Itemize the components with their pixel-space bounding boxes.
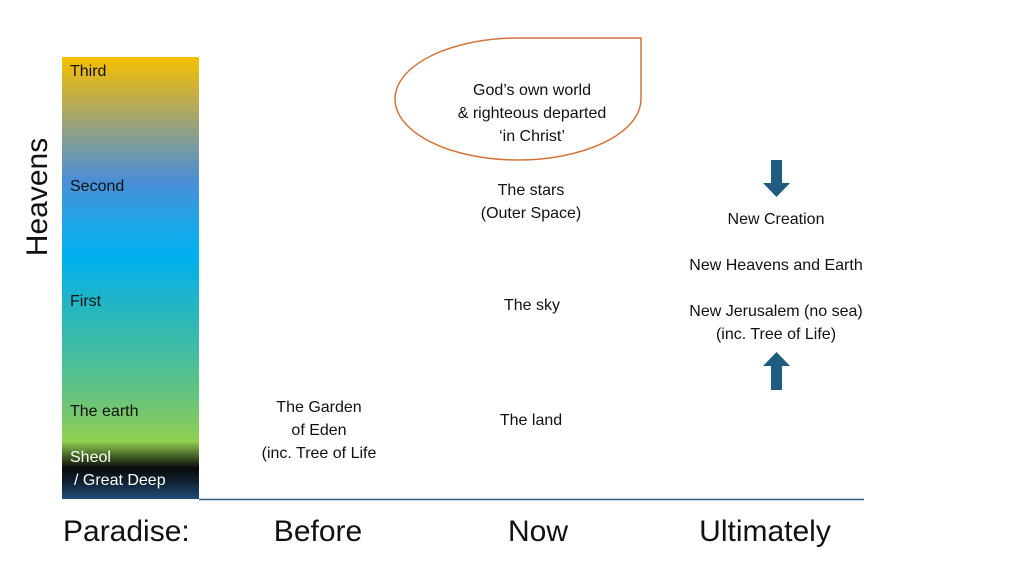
heavens-gradient-bar [62, 57, 199, 499]
sky-text: The sky [503, 297, 561, 314]
stars-text: The stars (Outer Space) [481, 179, 581, 225]
teardrop-bubble [394, 37, 642, 161]
garden-line: (inc. Tree of Life [261, 445, 377, 462]
new-jerusalem-text: New Jerusalem (no sea) (inc. Tree of Lif… [689, 300, 862, 346]
bubble-line: ‘in Christ’ [499, 128, 565, 145]
level-great-deep: / Great Deep [74, 472, 166, 489]
level-first: First [70, 293, 102, 310]
garden-text: The Garden of Eden (inc. Tree of Life [262, 396, 377, 465]
category-ultimately: Ultimately [699, 515, 831, 548]
jerusalem-line: New Jerusalem (no sea) [689, 303, 863, 320]
level-sheol: Sheol [70, 449, 111, 466]
bubble-line: God’s own world [473, 82, 591, 99]
new-creation-text: New Creation [727, 211, 825, 228]
level-third: Third [70, 63, 107, 80]
new-heavens-text: New Heavens and Earth [689, 257, 863, 274]
garden-line: of Eden [291, 422, 347, 439]
jerusalem-line: (inc. Tree of Life) [715, 326, 837, 343]
level-second: Second [70, 178, 125, 195]
land-text: The land [499, 412, 563, 429]
category-before: Before [273, 515, 363, 548]
level-earth: The earth [70, 403, 139, 420]
category-now: Now [507, 515, 569, 548]
stars-line: (Outer Space) [480, 205, 582, 222]
category-label: Paradise: [63, 515, 190, 548]
bubble-line: & righteous departed [457, 105, 607, 122]
stars-line: The stars [497, 182, 565, 199]
garden-line: The Garden [276, 399, 362, 416]
arrow-up-icon [763, 352, 790, 390]
bubble-text: God’s own world & righteous departed ‘in… [458, 79, 607, 148]
arrow-down-icon [763, 160, 790, 197]
